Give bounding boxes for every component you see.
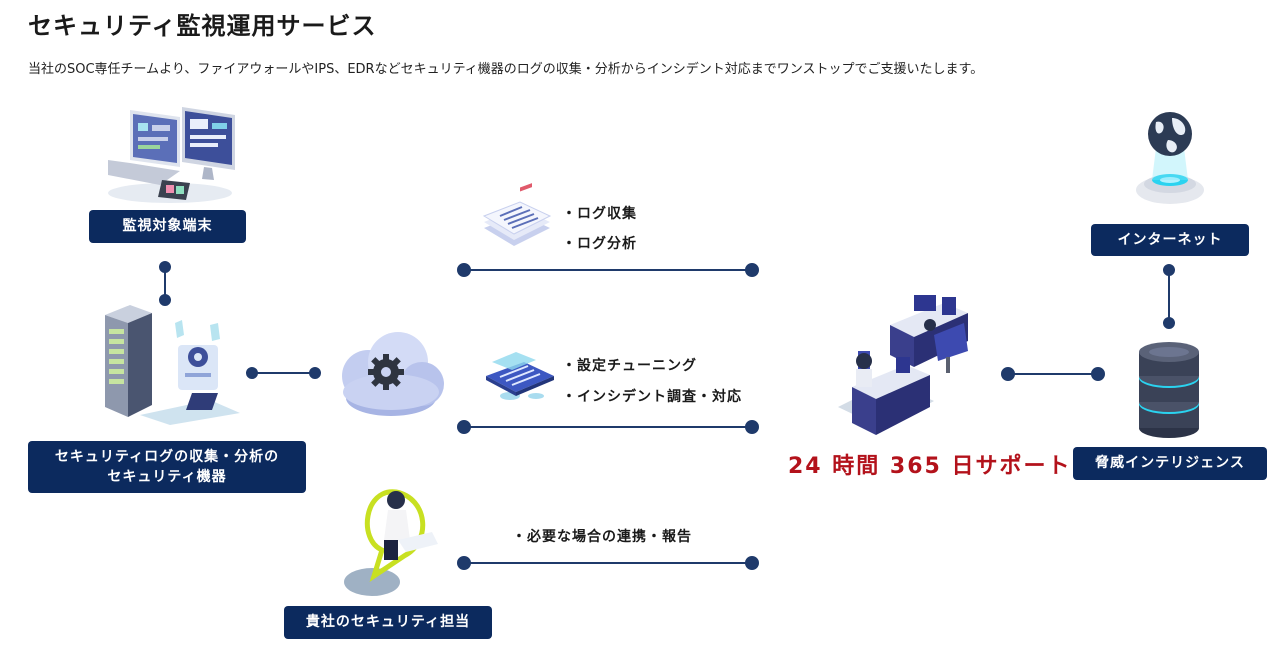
soc-office-icon <box>838 295 968 435</box>
page-title: セキュリティ監視運用サービス <box>28 12 377 40</box>
page-description: 当社のSOC専任チームより、ファイアウォールやIPS、EDRなどセキュリティ機器… <box>28 62 984 77</box>
globe-icon <box>1136 112 1204 204</box>
server-rack-icon <box>105 305 240 425</box>
customer-staff-label: 貴社のセキュリティ担当 <box>284 606 492 639</box>
settings-panel-icon <box>486 352 554 400</box>
threat-intel-label: 脅威インテリジェンス <box>1073 447 1267 480</box>
flow-log-analyze: ・ログ分析 <box>562 236 637 252</box>
flow-cooperation: ・必要な場合の連携・報告 <box>512 529 692 545</box>
flow-incident: ・インシデント調査・対応 <box>562 389 742 405</box>
operator-pin-icon <box>344 489 438 596</box>
computer-devices-icon <box>108 107 235 203</box>
monitored-devices-label: 監視対象端末 <box>89 210 246 243</box>
support-24-365-label: 24 時間 365 日サポート <box>788 454 1072 479</box>
security-devices-label: セキュリティログの収集・分析の セキュリティ機器 <box>28 441 306 493</box>
internet-label: インターネット <box>1091 224 1249 256</box>
cloud-gear-icon <box>342 332 444 416</box>
database-icon <box>1139 342 1199 438</box>
flow-log-collect: ・ログ収集 <box>562 206 637 222</box>
documents-icon <box>482 183 552 246</box>
flow-tuning: ・設定チューニング <box>562 358 697 374</box>
